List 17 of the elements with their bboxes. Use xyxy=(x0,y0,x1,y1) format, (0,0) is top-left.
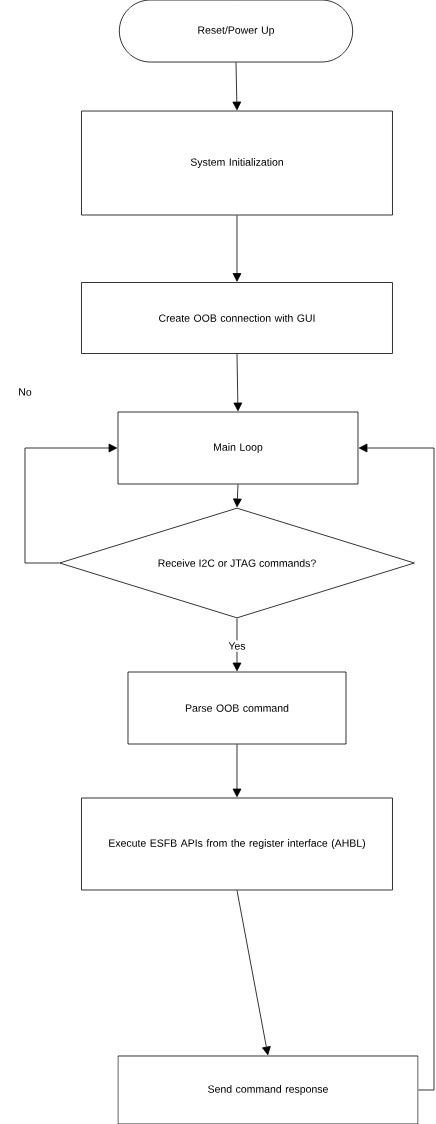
arrow xyxy=(233,353,243,412)
arrow xyxy=(236,890,271,1056)
edge-label: Yes xyxy=(226,640,248,652)
process-box: Parse OOB command xyxy=(127,671,347,745)
arrow xyxy=(24,443,118,564)
arrow xyxy=(232,62,242,111)
arrow xyxy=(232,618,242,672)
process-box: Execute ESFB APIs from the register interface (AHBL) xyxy=(81,797,393,891)
process-box: Send command response xyxy=(117,1055,419,1124)
process-box: System Initialization xyxy=(81,110,393,216)
arrow xyxy=(233,484,242,508)
edge-label: No xyxy=(16,386,34,398)
arrow xyxy=(232,744,242,798)
process-box: Main Loop xyxy=(117,411,359,485)
arrow xyxy=(232,215,242,282)
arrow xyxy=(358,443,435,1091)
process-box: Create OOB connection with GUI xyxy=(81,282,393,354)
